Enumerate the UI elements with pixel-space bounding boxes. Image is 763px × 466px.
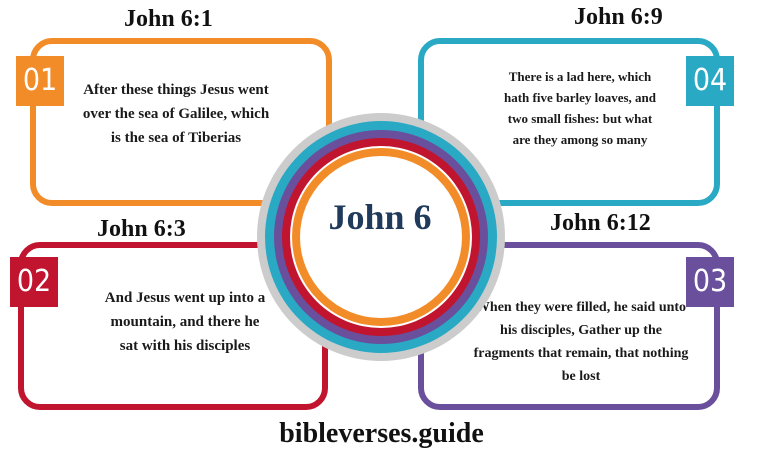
ring-center-white bbox=[300, 156, 462, 318]
number-badge-04: 04 bbox=[686, 56, 734, 106]
number-badge-02: 02 bbox=[10, 257, 58, 307]
verse-card-john-6-3 bbox=[18, 242, 328, 410]
site-footer: bibleverses.guide bbox=[279, 418, 484, 449]
verse-reference-john-6-12: John 6:12 bbox=[550, 210, 651, 236]
number-badge-03: 03 bbox=[686, 257, 734, 307]
verse-reference-john-6-9: John 6:9 bbox=[574, 4, 663, 30]
verse-text-john-6-1: After these things Jesus went over the s… bbox=[82, 82, 270, 146]
number-badge-01: 01 bbox=[16, 56, 64, 106]
verse-reference-john-6-1: John 6:1 bbox=[124, 6, 213, 32]
verse-card-john-6-9 bbox=[418, 38, 720, 206]
verse-text-john-6-12: When they were filled, he said unto his … bbox=[473, 300, 689, 384]
verse-reference-john-6-3: John 6:3 bbox=[97, 216, 186, 242]
center-title: John 6 bbox=[328, 197, 432, 237]
verse-text-john-6-3: And Jesus went up into a mountain, and t… bbox=[104, 290, 266, 354]
verse-card-john-6-1 bbox=[30, 38, 332, 206]
verse-text-john-6-9: There is a lad here, which hath five bar… bbox=[503, 69, 657, 147]
